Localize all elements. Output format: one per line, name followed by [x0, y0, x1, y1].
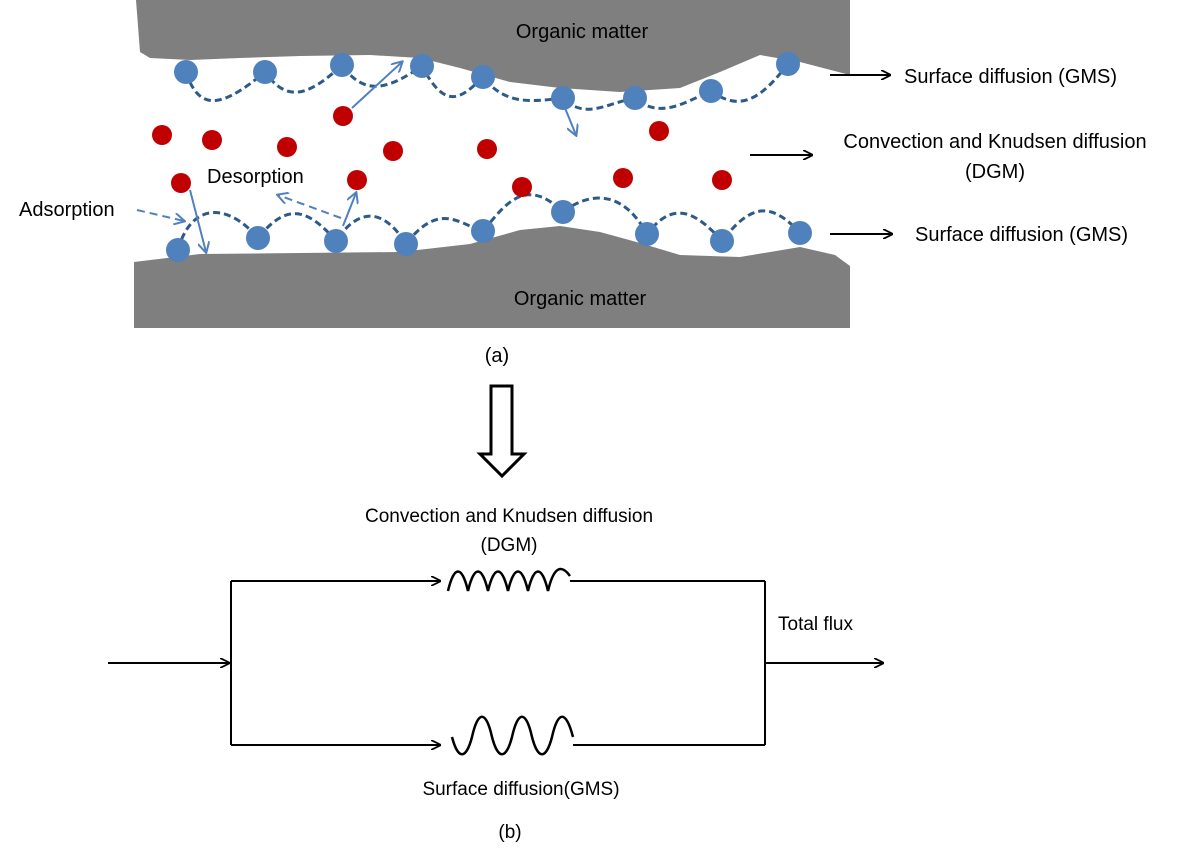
free-molecule [649, 121, 669, 141]
bottom-slab-label: Organic matter [514, 288, 647, 310]
panel-b: Convection and Knudsen diffusion (DGM) T… [108, 506, 883, 843]
free-gas-molecules [152, 106, 732, 197]
adsorbed-molecule [410, 54, 434, 78]
free-molecule [347, 170, 367, 190]
free-molecule [613, 168, 633, 188]
upper-branch-label-line2: (DGM) [481, 535, 538, 556]
adsorption-dashed-arrow [136, 209, 184, 221]
free-molecule [477, 139, 497, 159]
bottom-desorption-arrow [342, 193, 356, 227]
free-molecule [333, 106, 353, 126]
adsorbed-molecule [324, 229, 348, 253]
adsorbed-molecule [394, 232, 418, 256]
adsorbed-molecule [776, 52, 800, 76]
adsorbed-molecule [635, 222, 659, 246]
adsorbed-molecule [623, 86, 647, 110]
adsorbed-molecule [551, 200, 575, 224]
free-molecule [171, 173, 191, 193]
top-slab-label: Organic matter [516, 21, 649, 43]
adsorbed-molecule [551, 86, 575, 110]
adsorbed-molecule [471, 65, 495, 89]
free-molecule [277, 137, 297, 157]
adsorbed-molecule [166, 238, 190, 262]
upper-branch-label-line1: Convection and Knudsen diffusion [365, 506, 653, 527]
adsorbed-molecule [710, 229, 734, 253]
free-molecule [202, 130, 222, 150]
adsorbed-molecule [246, 226, 270, 250]
top-adsorbed-molecules [174, 52, 800, 110]
bottom-surface-diffusion-label: Surface diffusion (GMS) [915, 224, 1128, 246]
bulk-diffusion-label-line2: (DGM) [965, 161, 1025, 183]
top-organic-matter-slab [136, 0, 850, 92]
adsorbed-molecule [471, 219, 495, 243]
free-molecule [512, 177, 532, 197]
output-label: Total flux [778, 614, 853, 635]
upper-resistor [446, 567, 572, 592]
bottom-organic-matter-slab [134, 226, 850, 328]
lower-resistor [450, 715, 575, 756]
desorption-dashed-arrow [278, 195, 342, 219]
adsorbed-molecule [330, 53, 354, 77]
desorption-label: Desorption [207, 166, 304, 188]
panel-a-caption: (a) [485, 345, 509, 367]
panel-b-caption: (b) [498, 822, 521, 843]
top-adsorption-arrow [564, 107, 576, 135]
bulk-diffusion-label-line1: Convection and Knudsen diffusion [843, 131, 1146, 153]
bottom-adsorbed-molecules [166, 200, 812, 262]
bottom-adsorption-arrow [189, 189, 206, 252]
adsorbed-molecule [699, 79, 723, 103]
exchange-arrows [136, 62, 576, 252]
lower-branch-label: Surface diffusion(GMS) [422, 779, 619, 800]
free-molecule [383, 141, 403, 161]
circuit-wires [108, 581, 883, 745]
adsorption-label: Adsorption [19, 199, 115, 221]
top-surface-diffusion-label: Surface diffusion (GMS) [904, 66, 1117, 88]
free-molecule [152, 125, 172, 145]
free-molecule [712, 170, 732, 190]
adsorbed-molecule [253, 60, 277, 84]
bottom-surface-diffusion-path [176, 193, 802, 251]
top-desorption-arrow [351, 62, 402, 109]
adsorbed-molecule [174, 60, 198, 84]
transition-down-arrow [476, 384, 528, 479]
adsorbed-molecule [788, 221, 812, 245]
panel-a: Organic matter Organic matter [19, 0, 1147, 367]
